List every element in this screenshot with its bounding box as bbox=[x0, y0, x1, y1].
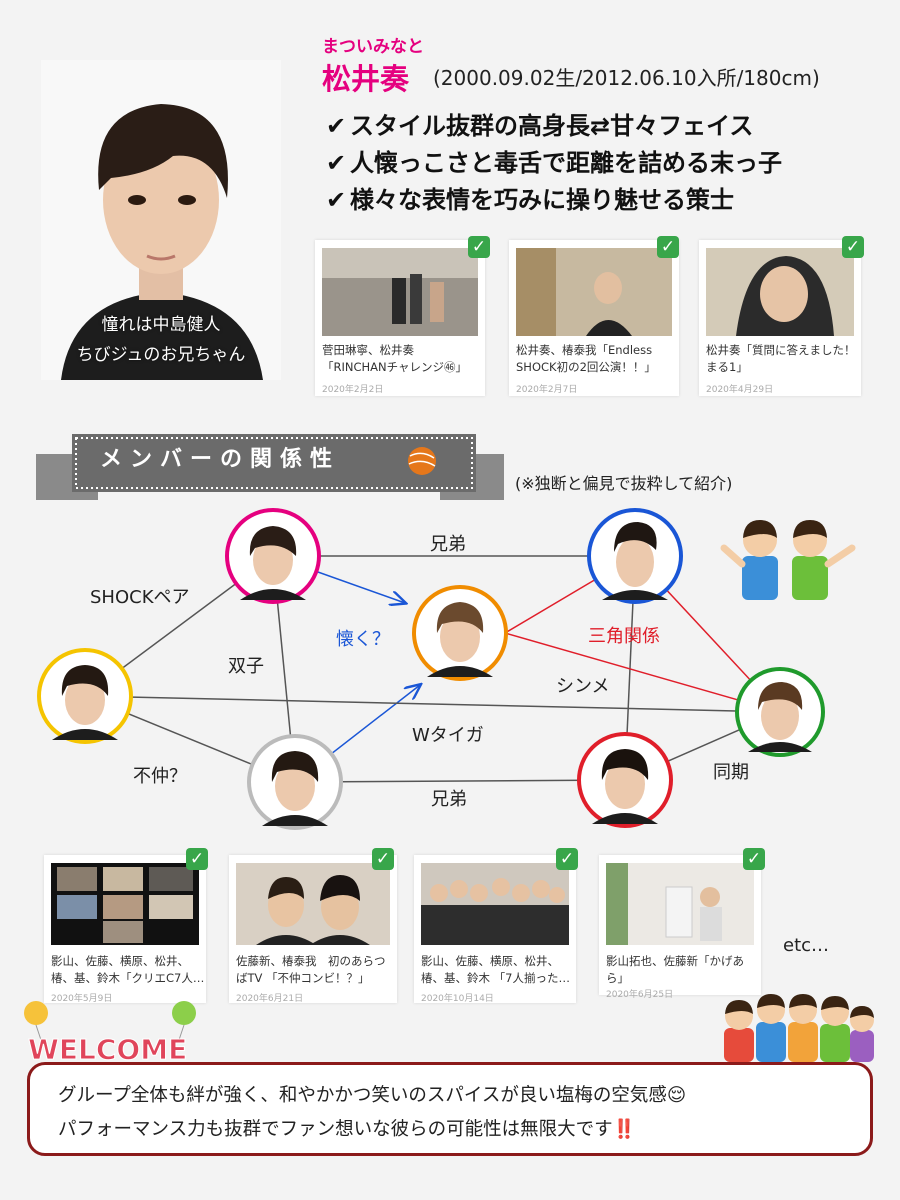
video-thumbnail bbox=[516, 248, 672, 336]
video-date: 2020年4月29日 bbox=[706, 385, 774, 395]
svg-text:WELCOME: WELCOME bbox=[28, 1033, 187, 1066]
video-date: 2020年5月9日 bbox=[51, 994, 113, 1004]
video-caption: 影山拓也、佐藤新「かげあ ら」 bbox=[606, 954, 744, 985]
video-caption: 影山、佐藤、横原、松井、 椿、基、鈴木「クリエC7人… bbox=[51, 954, 205, 985]
check-badge-icon: ✓ bbox=[372, 848, 394, 870]
photo-caption-line: 憧れは中島健人 bbox=[101, 315, 221, 335]
member-node-orange bbox=[412, 585, 508, 681]
video-caption: 松井奏「質問に答えました！ まる1」 bbox=[706, 343, 856, 374]
member-node-blue bbox=[587, 508, 683, 604]
feature-point: ✔スタイル抜群の高身長⇄甘々フェイス bbox=[326, 108, 782, 145]
summary-message-box: グループ全体も絆が強く、和やかかつ笑いのスパイスが良い塩梅の空気感😌 パフォーマ… bbox=[27, 1062, 873, 1156]
label-shinme: シンメ bbox=[556, 676, 610, 697]
check-mark-icon: ✔ bbox=[326, 186, 347, 214]
check-badge-icon: ✓ bbox=[186, 848, 208, 870]
video-thumbnail bbox=[606, 863, 754, 945]
profile-photo: 憧れは中島健人 ちびジュのお兄ちゃん bbox=[41, 60, 281, 380]
video-thumbnail bbox=[421, 863, 569, 945]
section-banner bbox=[36, 434, 504, 500]
two-boys-illustration bbox=[720, 520, 856, 600]
label-w-taiga: Wタイガ bbox=[412, 725, 484, 746]
video-card[interactable]: 松井奏「質問に答えました！ まる1」 2020年4月29日 bbox=[699, 240, 861, 396]
section-note: (※独断と偏見で抜粋して紹介) bbox=[515, 474, 733, 493]
summary-line: パフォーマンス力も抜群でファン想いな彼らの可能性は無限大です‼️ bbox=[58, 1119, 636, 1140]
video-card[interactable]: 佐藤新、椿泰我 初のあらつ ばTV 「不仲コンビ！？」 2020年6月21日 bbox=[229, 855, 397, 1004]
feature-points: ✔スタイル抜群の高身長⇄甘々フェイス ✔人懐っこさと毒舌で距離を詰める末っ子 ✔… bbox=[326, 108, 782, 219]
video-thumbnail bbox=[706, 248, 854, 336]
label-brothers-bottom: 兄弟 bbox=[431, 789, 467, 810]
label-brothers-top: 兄弟 bbox=[430, 534, 466, 555]
label-funaka: 不仲？ bbox=[133, 766, 187, 787]
video-card[interactable]: 影山拓也、佐藤新「かげあ ら」 2020年6月25日 bbox=[599, 855, 761, 1000]
feature-point: ✔様々な表情を巧みに操り魅せる策士 bbox=[326, 182, 782, 219]
check-badge-icon: ✓ bbox=[468, 236, 490, 258]
relationship-diagram bbox=[37, 508, 856, 830]
video-card[interactable]: 松井奏、椿泰我「Endless SHOCK初の2回公演！！」 2020年2月7日 bbox=[509, 240, 679, 396]
video-caption: 松井奏、椿泰我「Endless SHOCK初の2回公演！！」 bbox=[516, 343, 656, 374]
edge-brothers-bottom bbox=[294, 779, 626, 783]
check-mark-icon: ✔ bbox=[326, 112, 347, 140]
label-triangle: 三角関係 bbox=[588, 626, 660, 647]
section-title: メンバーの関係性 bbox=[100, 447, 341, 472]
video-date: 2020年2月2日 bbox=[322, 385, 384, 395]
video-caption: 佐藤新、椿泰我 初のあらつ ばTV 「不仲コンビ！？」 bbox=[236, 954, 386, 985]
check-badge-icon: ✓ bbox=[657, 236, 679, 258]
edge-triangle-2 bbox=[504, 632, 781, 713]
video-caption: 影山、佐藤、横原、松井、 椿、基、鈴木 「7人揃った… bbox=[421, 954, 570, 985]
photo-caption: 憧れは中島健人 ちびジュのお兄ちゃん bbox=[41, 310, 281, 370]
edge-w-taiga bbox=[84, 695, 781, 713]
check-badge-icon: ✓ bbox=[556, 848, 578, 870]
video-card[interactable]: 影山、佐藤、横原、松井、 椿、基、鈴木 「7人揃った… 2020年10月14日 bbox=[414, 855, 576, 1004]
check-mark-icon: ✔ bbox=[326, 149, 347, 177]
member-node-pink bbox=[225, 508, 321, 604]
label-twins: 双子 bbox=[228, 656, 264, 677]
member-node-yellow bbox=[37, 648, 133, 744]
label-douki: 同期 bbox=[713, 762, 749, 783]
check-badge-icon: ✓ bbox=[842, 236, 864, 258]
video-caption: 菅田琳寧、松井奏 「RINCHANチャレンジ㊻」 bbox=[322, 343, 468, 374]
feature-point: ✔人懐っこさと毒舌で距離を詰める末っ子 bbox=[326, 145, 782, 182]
member-node-red bbox=[577, 732, 673, 828]
video-thumbnail bbox=[51, 863, 199, 945]
label-shock-pair: SHOCKペア bbox=[90, 587, 190, 608]
video-card[interactable]: 影山、佐藤、横原、松井、 椿、基、鈴木「クリエC7人… 2020年5月9日 bbox=[44, 855, 206, 1004]
label-natsuku: 懐く？ bbox=[336, 629, 390, 650]
member-node-gray bbox=[247, 734, 343, 830]
video-thumbnail bbox=[322, 248, 478, 336]
check-badge-icon: ✓ bbox=[743, 848, 765, 870]
member-node-green bbox=[735, 667, 825, 757]
welcome-balloon-logo: WELCOME bbox=[24, 1001, 196, 1067]
photo-caption-line: ちびジュのお兄ちゃん bbox=[76, 345, 246, 365]
video-date: 2020年6月21日 bbox=[236, 994, 304, 1004]
video-date: 2020年2月7日 bbox=[516, 385, 578, 395]
name-reading: まついみなと bbox=[322, 37, 424, 57]
video-thumbnail bbox=[236, 863, 390, 945]
video-card[interactable]: 菅田琳寧、松井奏 「RINCHANチャレンジ㊻」 2020年2月2日 bbox=[315, 240, 485, 396]
etc-label: etc… bbox=[783, 935, 830, 956]
summary-line: グループ全体も絆が強く、和やかかつ笑いのスパイスが良い塩梅の空気感😌 bbox=[58, 1085, 687, 1106]
video-date: 2020年10月14日 bbox=[421, 994, 494, 1004]
video-date: 2020年6月25日 bbox=[606, 990, 674, 1000]
group-boys-illustration bbox=[724, 994, 874, 1062]
member-name: 松井奏 bbox=[322, 62, 410, 96]
member-meta: (2000.09.02生/2012.06.10入所/180cm) bbox=[433, 66, 820, 90]
